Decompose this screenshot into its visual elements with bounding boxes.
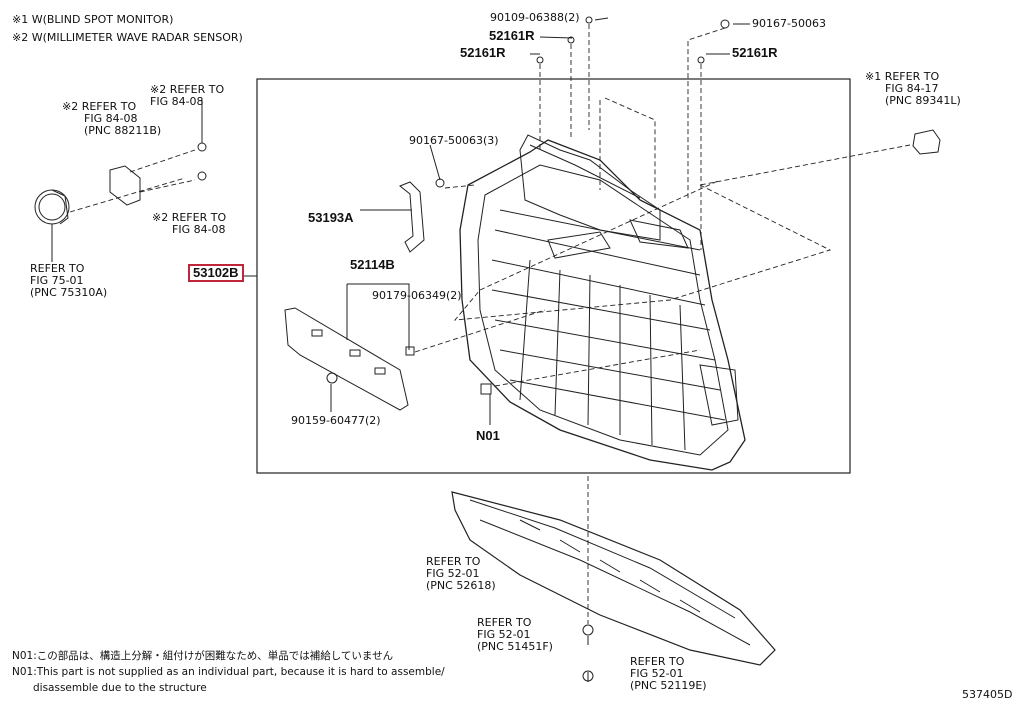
part-90159-60477[interactable]: 90159-60477(2)	[291, 414, 381, 427]
radiator-grille-drawing	[459, 134, 746, 471]
part-52161r-left-lower[interactable]: 52161R	[460, 45, 506, 60]
part-n01[interactable]: N01	[476, 428, 500, 443]
ref-bsm: ※1 REFER TO FIG 84-17 (PNC 89341L)	[865, 70, 961, 107]
footnote-english-1: N01:This part is not supplied as an indi…	[12, 666, 445, 678]
lower-cover-drawing	[451, 491, 776, 666]
part-52114b[interactable]: 52114B	[350, 257, 395, 272]
ref-emblem: REFER TO FIG 75-01 (PNC 75310A)	[30, 262, 108, 299]
ref-cover-3: REFER TO FIG 52-01 (PNC 52119E)	[630, 655, 707, 692]
ref-cover-1: REFER TO FIG 52-01 (PNC 52618)	[426, 555, 496, 592]
part-53193a[interactable]: 53193A	[308, 210, 354, 225]
part-90167-50063-top[interactable]: 90167-50063	[752, 17, 826, 30]
part-90167-50063-3[interactable]: 90167-50063(3)	[409, 134, 499, 147]
ref-radar-c: ※2 REFER TO FIG 84-08	[152, 211, 227, 236]
footnote-english-2: disassemble due to the structure	[33, 682, 207, 694]
ref-radar-b: ※2 REFER TO FIG 84-08 (PNC 88211B)	[62, 100, 162, 137]
legend-note-radar: ※2 W(MILLIMETER WAVE RADAR SENSOR)	[12, 31, 243, 44]
part-90109-06388[interactable]: 90109-06388(2)	[490, 11, 580, 24]
part-52161r-left[interactable]: 52161R	[489, 28, 535, 43]
ref-cover-2: REFER TO FIG 52-01 (PNC 51451F)	[477, 616, 553, 653]
part-53102b-highlighted[interactable]: 53102B	[188, 264, 244, 282]
legend-note-blind-spot: ※1 W(BLIND SPOT MONITOR)	[12, 13, 174, 26]
figure-id: 537405D	[962, 688, 1013, 701]
part-90179-06349[interactable]: 90179-06349(2)	[372, 289, 462, 302]
part-52161r-right[interactable]: 52161R	[732, 45, 778, 60]
footnote-japanese: N01:この部品は、構造上分解・組付けが困難なため、単品では補給していません	[12, 650, 394, 662]
ref-radar-a: ※2 REFER TO FIG 84-08	[150, 83, 225, 108]
